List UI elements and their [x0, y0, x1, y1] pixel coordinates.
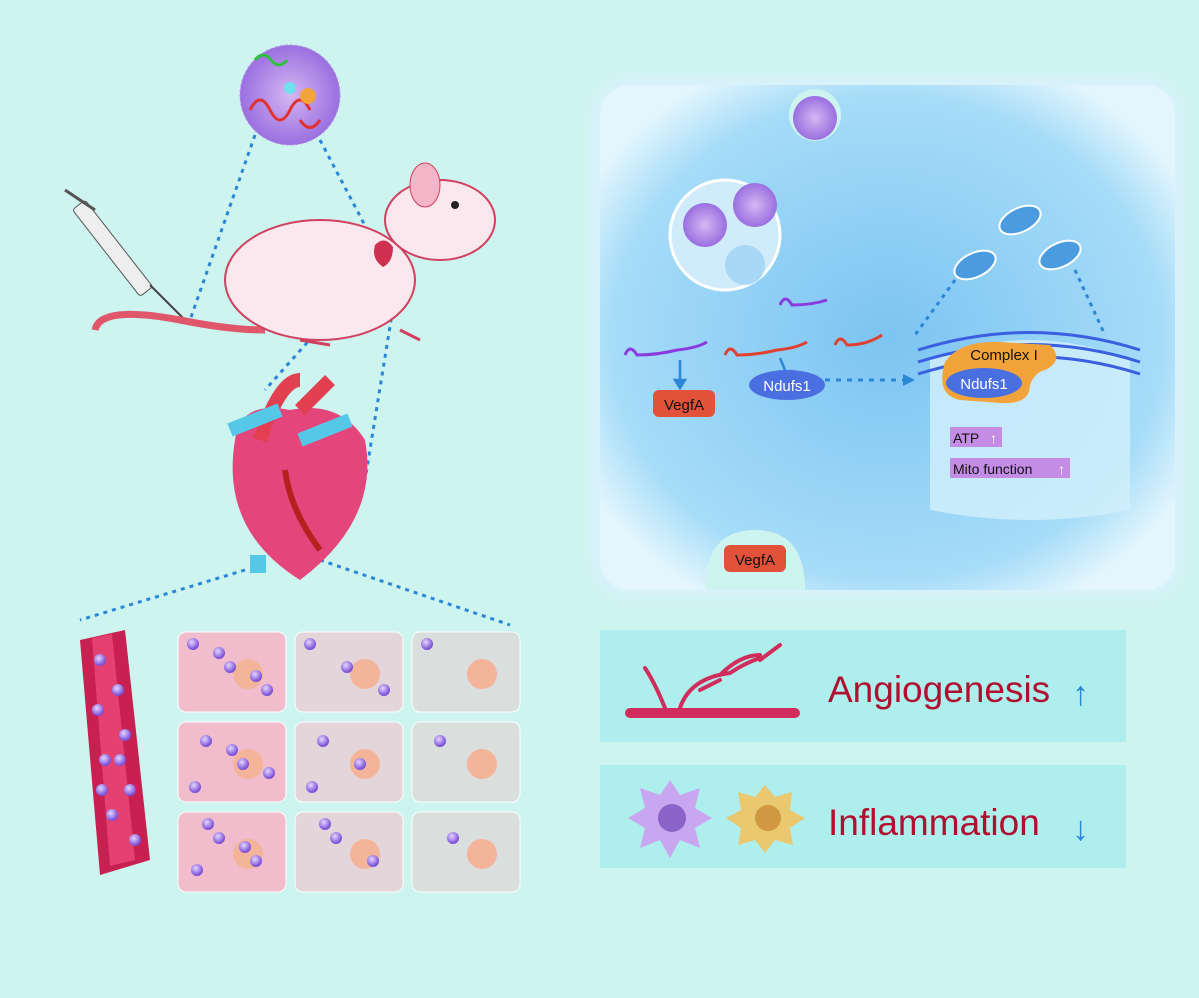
exosome-dot: [187, 638, 199, 650]
exosome-dot: [239, 841, 251, 853]
up-arrow-icon: ↑: [990, 430, 997, 446]
exosome-dot: [304, 638, 316, 650]
cardiomyocyte-grid: [92, 631, 521, 893]
exosome-dot: [200, 735, 212, 747]
exosome-dot: [261, 684, 273, 696]
exosome-dot: [378, 684, 390, 696]
exosome-dot: [367, 855, 379, 867]
exosome-dot: [250, 855, 262, 867]
atp-box: [950, 427, 1002, 447]
exosome-dot: [226, 744, 238, 756]
inflammation-label: Inflammation: [828, 802, 1040, 843]
heart-illustration: [227, 373, 368, 580]
atp-label: ATP: [953, 430, 979, 446]
exosome-dot: [96, 784, 108, 796]
exosome-dot: [250, 670, 262, 682]
nucleus: [467, 749, 497, 779]
nucleus: [467, 839, 497, 869]
macrophage-icon: [628, 780, 712, 858]
secreted-vegfa-label: VegfA: [735, 552, 775, 569]
cardiomyocyte: [411, 631, 521, 713]
cardiomyocyte: [177, 811, 287, 893]
exosome-dot: [191, 864, 203, 876]
mito-function-box: [950, 458, 1070, 478]
exosome-dot: [237, 758, 249, 770]
complex-i-label: Complex I: [970, 347, 1038, 364]
blood-vessel: [80, 630, 150, 875]
exosome-dot: [189, 781, 201, 793]
exosome-dot: [421, 638, 433, 650]
up-arrow-icon: ↑: [1058, 461, 1065, 477]
vegfa-box: [653, 390, 715, 417]
exosome-dot: [341, 661, 353, 673]
exosome-dot: [330, 832, 342, 844]
exosome-dot: [202, 818, 214, 830]
exosome-dot: [114, 754, 126, 766]
exosome-dot: [319, 818, 331, 830]
exosome-dot: [119, 729, 131, 741]
exosome-dot: [354, 758, 366, 770]
exosome-dot: [94, 654, 106, 666]
nucleus: [467, 659, 497, 689]
exosome-dot: [129, 834, 141, 846]
mito-function-label: Mito function: [953, 461, 1032, 477]
exosome-vesicle: [239, 44, 341, 146]
secreted-vegfa-box: [724, 545, 786, 572]
exosome-dot: [213, 832, 225, 844]
cardiomyocyte: [294, 811, 404, 893]
angiogenesis-label: Angiogenesis: [828, 669, 1050, 710]
exosome-dot: [213, 647, 225, 659]
ndufs1-ellipse: [749, 370, 825, 400]
exosome-dot: [224, 661, 236, 673]
exosome-dot: [112, 684, 124, 696]
exosome-dot: [317, 735, 329, 747]
ndufs1-label: Ndufs1: [763, 378, 811, 395]
vegfa-label: VegfA: [664, 397, 704, 414]
cardiomyocyte-cell: VegfA Ndufs1 Complex I Ndufs1 ATP ↑ Mito…: [590, 75, 1185, 600]
exosome-dot: [92, 704, 104, 716]
nucleus: [350, 659, 380, 689]
exosome-dot: [447, 832, 459, 844]
entering-exosome: [793, 96, 837, 140]
exosome-dot: [306, 781, 318, 793]
inflammation-panel: Inflammation ↓: [600, 765, 1126, 868]
cardiomyocyte: [411, 811, 521, 893]
exosome-dot: [434, 735, 446, 747]
blood-vessel-branch-icon: [625, 643, 800, 718]
exosome-dot: [106, 809, 118, 821]
down-arrow-icon: ↓: [1072, 810, 1089, 848]
neutrophil-icon: [726, 785, 805, 853]
mirna-strands: [623, 297, 883, 357]
exosome-dot: [263, 767, 275, 779]
exosome-dot: [124, 784, 136, 796]
mouse-illustration: [91, 162, 496, 347]
mitochondria: [953, 204, 1082, 281]
cardiomyocyte: [411, 721, 521, 803]
angiogenesis-panel: Angiogenesis ↑: [600, 630, 1126, 742]
exosome-dot: [99, 754, 111, 766]
up-arrow-icon: ↑: [1072, 675, 1089, 713]
complex-ndufs1-label: Ndufs1: [960, 376, 1008, 393]
syringe-icon: [64, 188, 186, 321]
